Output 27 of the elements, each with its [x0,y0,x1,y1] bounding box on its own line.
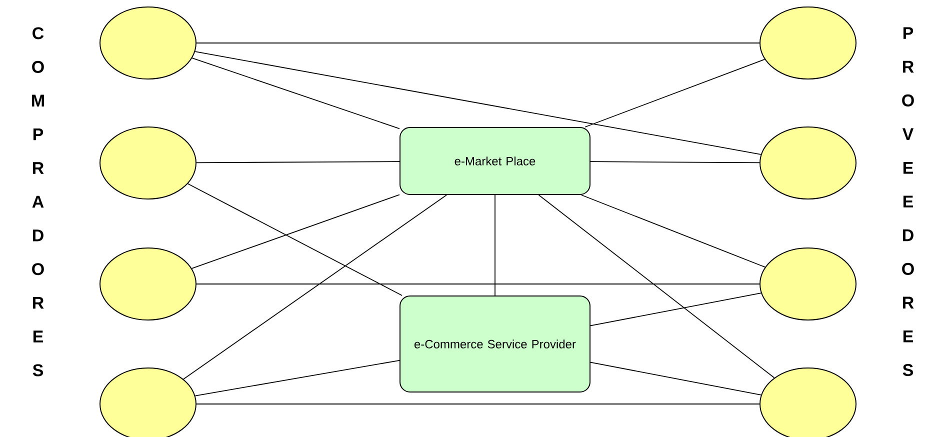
connector-line [183,194,448,380]
connector-line [538,194,775,378]
ellipse [760,6,856,80]
ellipse [100,248,196,320]
rounded-box: e-Commerce Service Provider [400,296,590,392]
ellipse [760,126,856,200]
rounded-box: e-Market Place [400,127,590,195]
vertical-label: PROVEEDORES [902,27,914,376]
connector-line [191,194,400,269]
connector-line [590,362,762,396]
ellipse [100,368,196,437]
connector-line [192,58,400,130]
connector-line [494,194,496,296]
ellipse [760,248,856,320]
connector-line [196,161,400,164]
connector-line [196,42,760,44]
connector-line [590,161,760,164]
ellipse [760,368,856,437]
ellipse [100,6,196,80]
connector-line [580,194,766,268]
connector-line [194,360,400,396]
connector-line [194,51,762,155]
ellipse [100,126,196,200]
connector-line [187,183,402,296]
connector-line [584,58,766,128]
vertical-label: COMPRADORES [32,27,44,376]
connector-line [590,292,762,326]
